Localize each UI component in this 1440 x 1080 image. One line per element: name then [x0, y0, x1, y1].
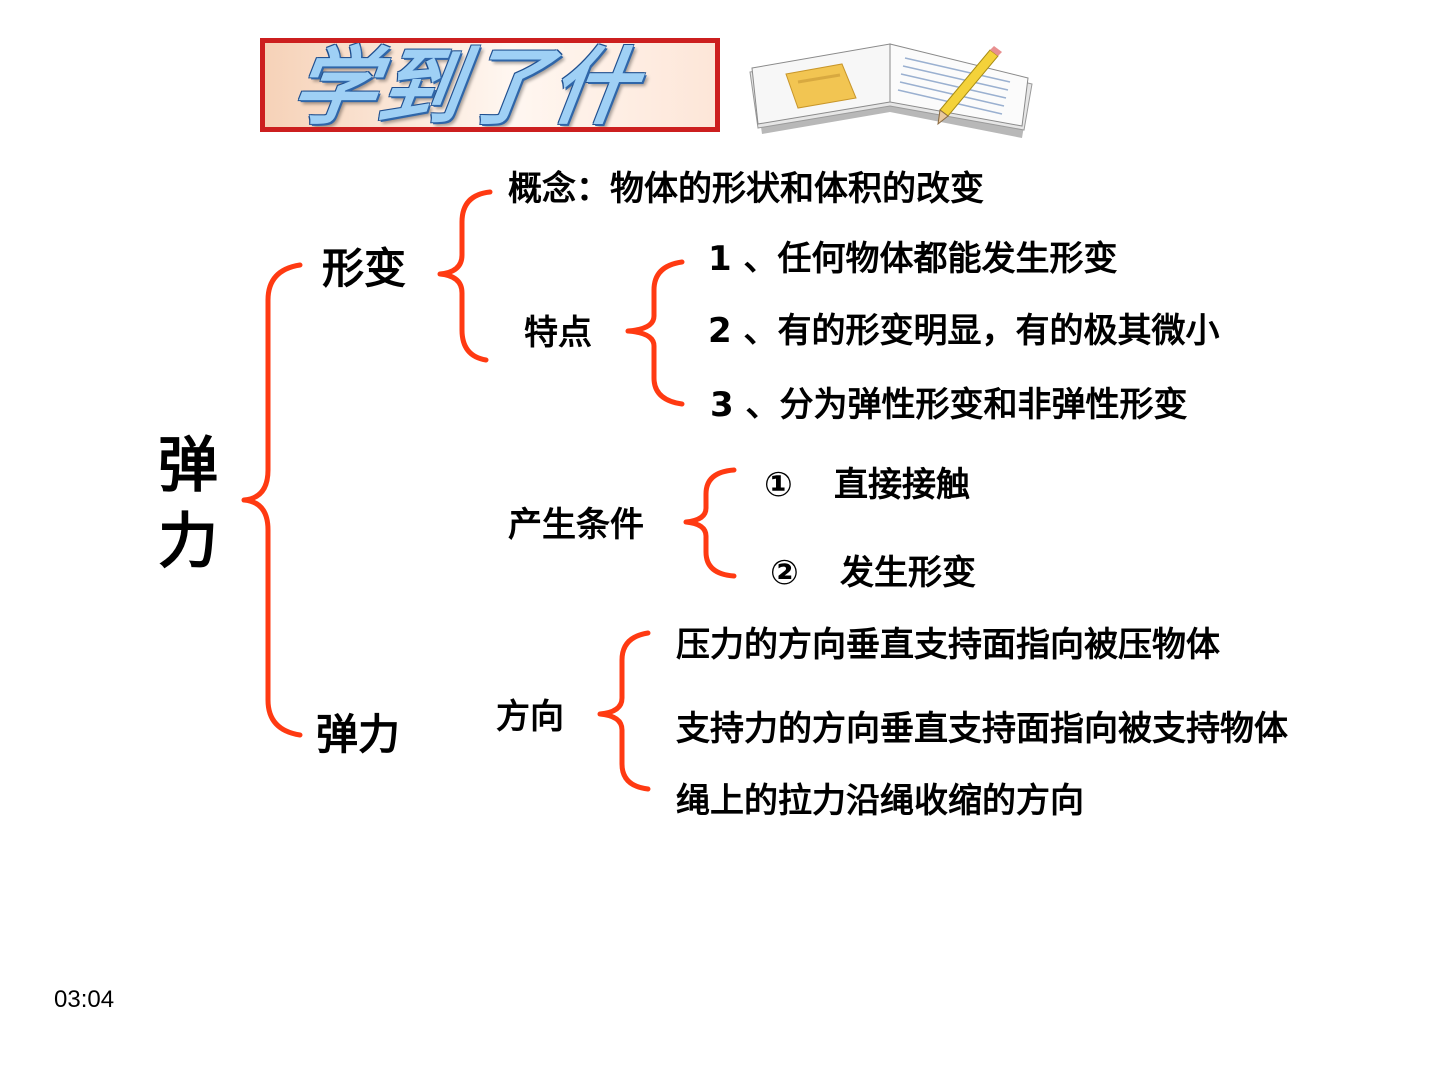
condition-marker: ② [770, 553, 799, 593]
deformation-concept: 概念：物体的形状和体积的改变 [508, 169, 984, 209]
brace-conditions [683, 467, 737, 579]
feature-item: 3 、分为弹性形变和非弹性形变 [710, 385, 1188, 425]
feature-item: 1 、任何物体都能发生形变 [708, 239, 1118, 279]
root-node-line1: 弹 [158, 431, 218, 501]
timestamp: 03:04 [54, 986, 115, 1013]
brace-features [625, 259, 685, 407]
direction-label: 方向 [496, 697, 564, 737]
elastic-force-label: 弹力 [316, 710, 401, 759]
open-book-icon [749, 43, 1033, 138]
deformation-label: 形变 [322, 244, 407, 293]
features-label: 特点 [524, 313, 592, 353]
title-banner: 学到了什么 [260, 38, 720, 132]
brace-direction [597, 630, 651, 792]
brace-root [241, 262, 303, 738]
root-node-line2: 力 [158, 507, 218, 577]
direction-item: 绳上的拉力沿绳收缩的方向 [676, 781, 1084, 821]
brace-deformation [437, 189, 493, 363]
condition-text: 直接接触 [834, 465, 970, 505]
direction-item: 压力的方向垂直支持面指向被压物体 [676, 625, 1220, 665]
feature-item: 2 、有的形变明显，有的极其微小 [708, 311, 1220, 351]
conditions-label: 产生条件 [508, 505, 644, 545]
condition-text: 发生形变 [840, 553, 976, 593]
direction-item: 支持力的方向垂直支持面指向被支持物体 [676, 709, 1288, 749]
condition-marker: ① [764, 465, 793, 505]
